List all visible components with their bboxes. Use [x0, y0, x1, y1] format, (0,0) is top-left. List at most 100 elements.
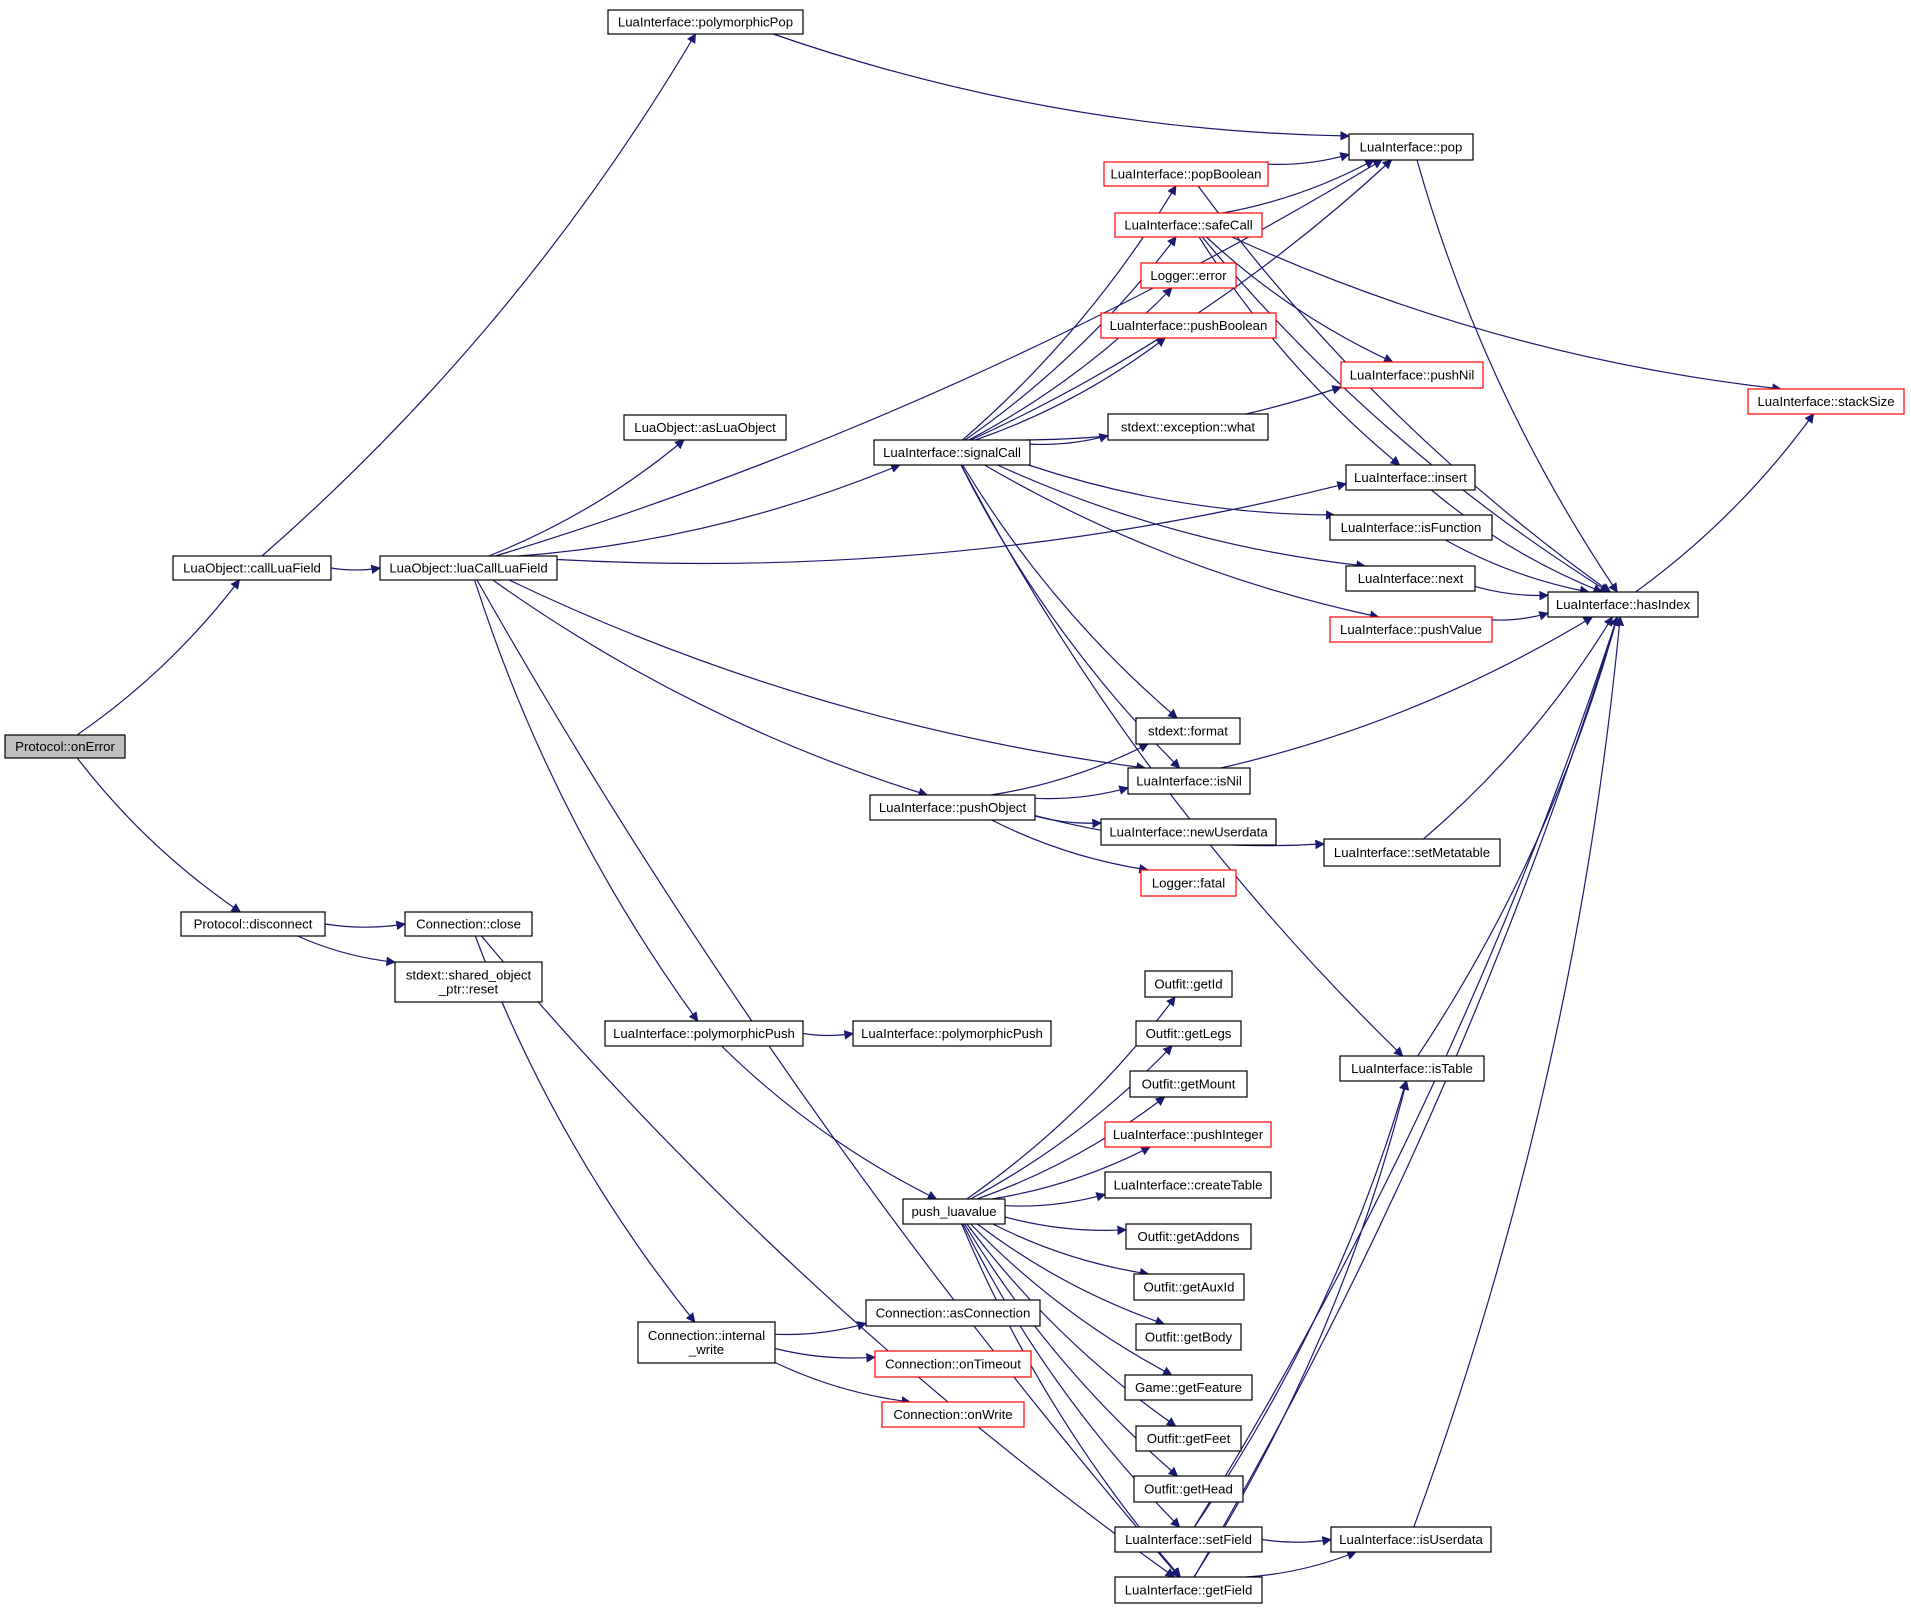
node-callLuaField[interactable]: LuaObject::callLuaField [172, 555, 332, 581]
node-pushNil[interactable]: LuaInterface::pushNil [1340, 361, 1484, 389]
edge-onError-to-disconnect [76, 757, 242, 913]
node-pushLuavalue[interactable]: push_luavalue [902, 1198, 1006, 1225]
edge-safeCall-to-hasIndex [1201, 236, 1610, 593]
node-box [873, 439, 1031, 466]
node-popBoolean[interactable]: LuaInterface::popBoolean [1103, 161, 1269, 187]
node-box [1129, 1070, 1248, 1098]
node-pushBoolean[interactable]: LuaInterface::pushBoolean [1100, 312, 1277, 339]
node-hasIndex[interactable]: LuaInterface::hasIndex [1547, 591, 1699, 618]
node-internalWrite[interactable]: Connection::internal_write [637, 1321, 776, 1364]
node-label: Outfit::getFeet [1147, 1431, 1231, 1446]
node-getAuxId[interactable]: Outfit::getAuxId [1133, 1273, 1245, 1301]
edge-pushLuavalue-to-getBody [977, 1223, 1166, 1326]
edge-pushObject-to-format [990, 743, 1149, 796]
node-loggerFatal[interactable]: Logger::fatal [1140, 869, 1237, 897]
node-signalCall[interactable]: LuaInterface::signalCall [873, 439, 1031, 466]
node-connClose[interactable]: Connection::close [404, 911, 533, 937]
node-getFeet[interactable]: Outfit::getFeet [1135, 1425, 1242, 1452]
node-asLuaObject[interactable]: LuaObject::asLuaObject [623, 414, 787, 441]
node-box [1100, 312, 1277, 339]
node-box [394, 961, 543, 1003]
node-box [1133, 1273, 1245, 1301]
node-getLegs[interactable]: Outfit::getLegs [1135, 1020, 1242, 1047]
node-box [1329, 514, 1493, 541]
node-isUserdata[interactable]: LuaInterface::isUserdata [1330, 1526, 1492, 1553]
node-polymorphicPushA[interactable]: LuaInterface::polymorphicPush [604, 1020, 804, 1047]
node-label: Logger::error [1150, 268, 1227, 283]
node-sharedReset[interactable]: stdext::shared_object_ptr::reset [394, 961, 543, 1003]
node-setField[interactable]: LuaInterface::setField [1114, 1526, 1263, 1553]
node-isNil[interactable]: LuaInterface::isNil [1127, 767, 1251, 795]
node-box [1329, 616, 1493, 643]
edge-signalCall-to-isTable [960, 464, 1404, 1057]
edge-onError-to-callLuaField [76, 579, 240, 736]
node-format[interactable]: stdext::format [1135, 717, 1241, 745]
node-getMount[interactable]: Outfit::getMount [1129, 1070, 1248, 1098]
node-label: LuaInterface::popBoolean [1110, 167, 1261, 182]
edge-internalWrite-to-asConnection [774, 1321, 867, 1336]
node-box [379, 555, 558, 581]
node-pushObject[interactable]: LuaInterface::pushObject [869, 794, 1036, 821]
node-box [1348, 133, 1474, 161]
node-next[interactable]: LuaInterface::next [1345, 565, 1476, 592]
node-safeCall[interactable]: LuaInterface::safeCall [1114, 212, 1263, 238]
node-disconnect[interactable]: Protocol::disconnect [180, 911, 326, 937]
node-box [1747, 388, 1905, 415]
node-getFeature[interactable]: Game::getFeature [1124, 1374, 1253, 1401]
node-box [1135, 1425, 1242, 1452]
node-asConnection[interactable]: Connection::asConnection [865, 1299, 1041, 1327]
node-label: Outfit::getHead [1144, 1482, 1233, 1497]
node-label: Logger::fatal [1152, 876, 1225, 891]
node-newUserdata[interactable]: LuaInterface::newUserdata [1100, 818, 1277, 846]
edge-pushValue-to-hasIndex [1491, 611, 1549, 621]
edge-getField-to-isTable [1193, 1080, 1410, 1578]
node-label: LuaInterface::pushNil [1350, 368, 1475, 383]
edge-getField-to-isUserdata [1245, 1550, 1357, 1578]
node-createTable[interactable]: LuaInterface::createTable [1104, 1171, 1272, 1199]
node-polymorphicPop[interactable]: LuaInterface::polymorphicPop [607, 9, 804, 35]
node-onTimeout[interactable]: Connection::onTimeout [874, 1350, 1032, 1378]
node-pushInteger[interactable]: LuaInterface::pushInteger [1104, 1121, 1272, 1148]
node-label: LuaInterface::insert [1354, 470, 1467, 485]
node-isFunction[interactable]: LuaInterface::isFunction [1329, 514, 1493, 541]
node-getBody[interactable]: Outfit::getBody [1135, 1323, 1242, 1351]
node-label: LuaInterface::polymorphicPush [861, 1026, 1043, 1041]
node-pop[interactable]: LuaInterface::pop [1348, 133, 1474, 161]
node-getField[interactable]: LuaInterface::getField [1114, 1576, 1263, 1604]
node-onError[interactable]: Protocol::onError [4, 734, 126, 759]
node-box [1114, 1576, 1263, 1604]
edge-pushObject-to-newUserdata [1034, 815, 1102, 829]
edge-callLuaField-to-luaCallLuaField [330, 564, 381, 575]
node-label: LuaInterface::setField [1125, 1532, 1252, 1547]
node-loggerError[interactable]: Logger::error [1140, 262, 1237, 289]
node-getHead[interactable]: Outfit::getHead [1133, 1475, 1244, 1503]
node-getId[interactable]: Outfit::getId [1144, 970, 1233, 998]
edge-luaCallLuaField-to-polymorphicPushA [474, 579, 699, 1022]
node-label: LuaInterface::polymorphicPop [618, 15, 793, 30]
edge-signalCall-to-next [997, 464, 1366, 570]
node-insert[interactable]: LuaInterface::insert [1345, 464, 1476, 491]
node-stackSize[interactable]: LuaInterface::stackSize [1747, 388, 1905, 415]
node-box [1340, 361, 1484, 389]
node-luaCallLuaField[interactable]: LuaObject::luaCallLuaField [379, 555, 558, 581]
node-box [1114, 1526, 1263, 1553]
node-setMetatable[interactable]: LuaInterface::setMetatable [1323, 838, 1501, 867]
node-getAddons[interactable]: Outfit::getAddons [1125, 1223, 1252, 1250]
edge-signalCall-to-exceptionWhat [1029, 433, 1109, 445]
edge-isTable-to-hasIndex [1417, 616, 1620, 1057]
node-label: LuaInterface::createTable [1114, 1178, 1263, 1193]
node-label: stdext::exception::what [1121, 420, 1255, 435]
node-polymorphicPushB[interactable]: LuaInterface::polymorphicPush [852, 1020, 1052, 1047]
node-pushValue[interactable]: LuaInterface::pushValue [1329, 616, 1493, 643]
edge-luaCallLuaField-to-asLuaObject [488, 439, 685, 557]
node-box [1339, 1055, 1485, 1082]
nodes-layer: Protocol::onError LuaObject::callLuaField… [4, 9, 1905, 1604]
node-label: Outfit::getMount [1142, 1077, 1236, 1092]
node-exceptionWhat[interactable]: stdext::exception::what [1107, 413, 1269, 441]
node-isTable[interactable]: LuaInterface::isTable [1339, 1055, 1485, 1082]
edge-next-to-hasIndex [1474, 585, 1549, 601]
node-label: LuaInterface::pop [1360, 140, 1463, 155]
edge-signalCall-to-format [962, 464, 1178, 719]
node-onWrite[interactable]: Connection::onWrite [881, 1401, 1025, 1428]
